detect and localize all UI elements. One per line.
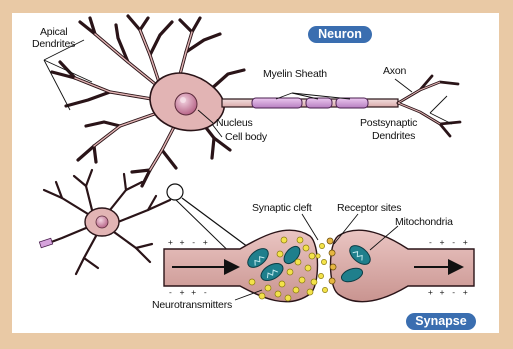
axon-label: Axon: [383, 65, 406, 77]
neurotransmitters-label: Neurotransmitters: [152, 299, 232, 311]
neuron-badge: Neuron: [308, 26, 372, 43]
apical-dendrites-label-line1: Apical: [40, 26, 67, 38]
synapse-badge: Synapse: [406, 313, 476, 330]
nucleus: [175, 93, 197, 115]
synaptic-cleft-label: Synaptic cleft: [252, 202, 312, 214]
nucleus-label: Nucleus: [216, 117, 253, 129]
mitochondria-label: Mitochondria: [395, 216, 453, 228]
membrane-signs-top-right: - + - +: [428, 238, 469, 247]
membrane-signs-bottom-right: + + - +: [428, 288, 469, 297]
apical-dendrites-label-line2: Dendrites: [32, 38, 75, 50]
postsynaptic-label-line1: Postsynaptic: [360, 117, 417, 129]
membrane-signs-top-left: + + - +: [168, 238, 209, 247]
myelin-sheath: [252, 98, 368, 108]
cell-body-label: Cell body: [225, 131, 267, 143]
membrane-signs-bottom-left: - + + -: [168, 288, 209, 297]
receptor-sites-label: Receptor sites: [337, 202, 401, 214]
postsynaptic-label-line2: Dendrites: [372, 130, 415, 142]
myelin-sheath-label: Myelin Sheath: [263, 68, 327, 80]
